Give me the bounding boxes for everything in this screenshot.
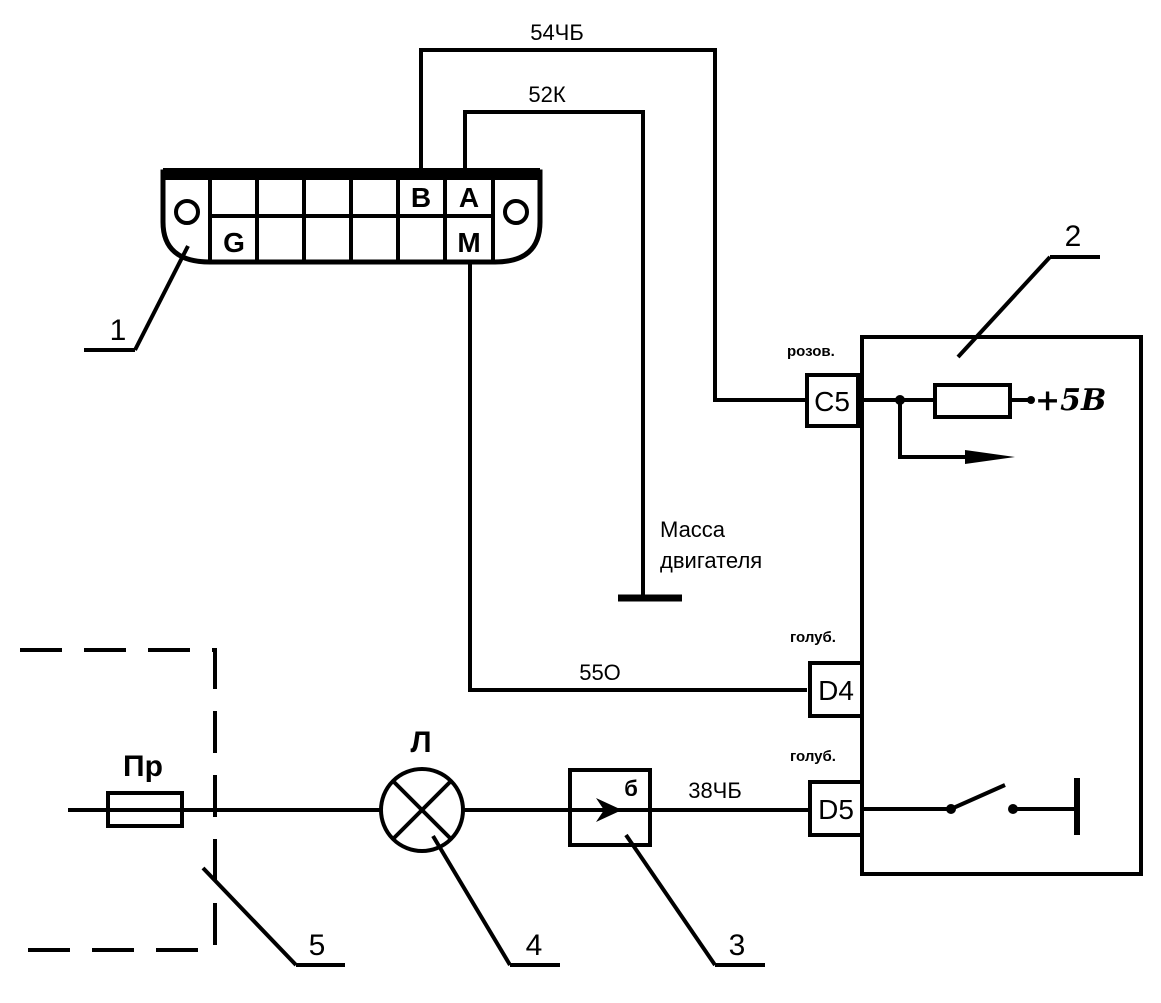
ground-label-1: Масса <box>660 517 726 542</box>
pin-g-label: G <box>223 227 245 258</box>
callout-5-leader <box>201 866 298 967</box>
wire-52-label: 52К <box>528 82 565 107</box>
diode-block-label: б <box>624 776 638 801</box>
instrument-cluster-boundary <box>20 648 217 952</box>
warning-lamp <box>379 767 465 853</box>
terminal-d5-color: голуб. <box>790 748 836 765</box>
wire-38-label: 38ЧБ <box>688 778 742 803</box>
signal-arrow <box>965 450 1015 464</box>
fuse-label: Пр <box>123 750 163 783</box>
mount-hole-right <box>503 199 529 225</box>
diagnostic-connector: B A M G <box>160 168 543 265</box>
terminal-d5-label: D5 <box>818 794 854 825</box>
terminal-d4-label: D4 <box>818 675 854 706</box>
callout-4: 4 <box>526 929 543 962</box>
fuse <box>106 791 184 828</box>
lamp-label: Л <box>410 726 431 759</box>
callout-4-leader <box>431 834 512 967</box>
terminal-d4-color: голуб. <box>790 629 836 646</box>
pin-a-label: A <box>459 182 479 213</box>
callout-3-leader <box>624 833 717 967</box>
callout-1-leader <box>133 245 190 351</box>
ecu-block: C5 розов. D4 голуб. D5 голуб. +5В <box>787 335 1143 876</box>
diode-arrow-icon <box>596 798 622 822</box>
callout-2-leader <box>956 255 1052 359</box>
pullup-resistor <box>933 383 1012 419</box>
callout-1: 1 <box>110 314 127 347</box>
switch-blade <box>950 783 1006 811</box>
wire-54-label: 54ЧБ <box>530 20 584 45</box>
voltage-label: +5В <box>1035 383 1106 418</box>
pin-m-label: M <box>457 227 480 258</box>
diode-block <box>568 768 652 847</box>
wire-54 <box>419 48 807 402</box>
mount-hole-left <box>174 199 200 225</box>
callout-3: 3 <box>729 929 746 962</box>
ground-label-2: двигателя <box>660 548 762 573</box>
terminal-c5-label: C5 <box>814 386 850 417</box>
wire-55-label: 55О <box>579 660 621 685</box>
callout-5: 5 <box>309 929 326 962</box>
wire-55 <box>468 262 807 692</box>
pin-b-label: B <box>411 182 431 213</box>
wire-52 <box>463 110 645 596</box>
terminal-c5-color: розов. <box>787 343 835 360</box>
terminal-d4 <box>808 661 864 718</box>
callout-2: 2 <box>1065 220 1082 253</box>
